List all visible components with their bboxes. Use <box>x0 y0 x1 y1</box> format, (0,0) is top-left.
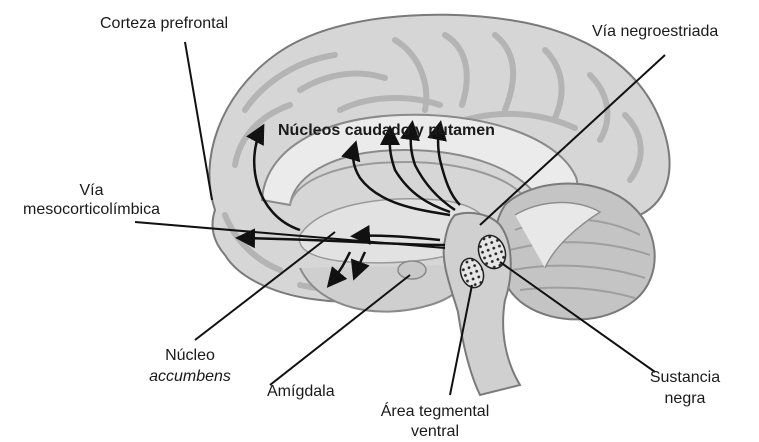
label-accumbens-line2: accumbens <box>140 367 240 386</box>
label-vta-line2: ventral <box>370 422 500 441</box>
label-prefrontal-cortex: Corteza prefrontal <box>100 14 228 33</box>
temporal-lobe <box>300 265 464 312</box>
label-substantia-nigra-line2: negra <box>630 389 740 408</box>
amygdala-shape <box>398 261 426 279</box>
label-amygdala: Amígdala <box>267 382 335 401</box>
label-accumbens-line1: Núcleo <box>140 346 240 365</box>
label-substantia-nigra-line1: Sustancia <box>630 368 740 387</box>
cerebellum <box>495 184 655 320</box>
label-mesocorticolimbic-line2: mesocorticolímbica <box>0 200 183 219</box>
label-nigrostriatal-pathway: Vía negroestriada <box>592 22 718 41</box>
label-vta-line1: Área tegmental <box>370 402 500 421</box>
label-caudate-putamen: Núcleos caudado y putamen <box>278 121 495 140</box>
label-mesocorticolimbic-line1: Vía <box>0 181 183 200</box>
